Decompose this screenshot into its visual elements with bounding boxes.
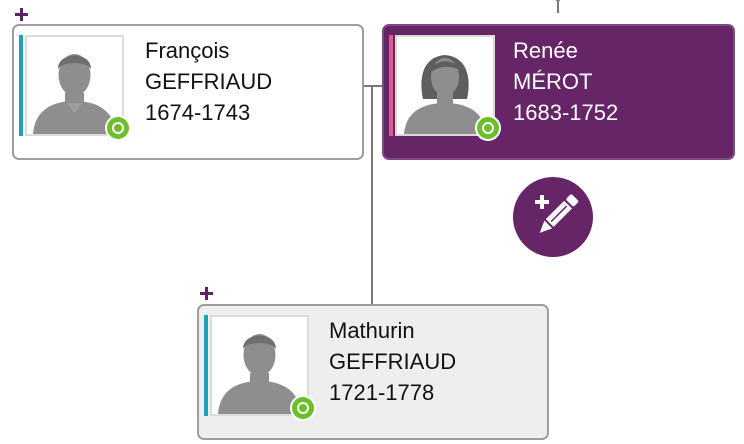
female-silhouette-icon (404, 55, 486, 134)
male-marker (19, 35, 23, 136)
male-marker (204, 315, 208, 416)
first-name: Renée (513, 38, 578, 63)
target-status-icon[interactable] (105, 115, 131, 141)
add-edit-pencil-icon (535, 194, 579, 233)
person-card-father[interactable]: François GEFFRIAUD 1674-1743 (12, 24, 364, 160)
life-dates: 1674-1743 (145, 100, 251, 125)
last-name: GEFFRIAUD (145, 69, 273, 94)
life-dates: 1683-1752 (513, 100, 619, 125)
person-card-child[interactable]: Mathurin GEFFRIAUD 1721-1778 (197, 304, 549, 440)
last-name: MÉROT (513, 69, 593, 94)
edit-button[interactable] (513, 177, 593, 257)
plus-icon[interactable] (14, 7, 30, 23)
target-status-icon[interactable] (290, 395, 316, 421)
male-silhouette-icon (218, 334, 301, 414)
last-name: GEFFRIAUD (329, 349, 457, 374)
life-dates: 1721-1778 (329, 380, 435, 405)
plus-icon[interactable] (199, 286, 215, 302)
male-silhouette-icon (33, 54, 116, 134)
female-marker (389, 35, 393, 136)
connector-couple (363, 85, 383, 87)
first-name: François (145, 38, 230, 63)
target-status-icon[interactable] (475, 115, 501, 141)
person-card-mother[interactable]: Renée MÉROT 1683-1752 (382, 24, 735, 160)
avatar (395, 35, 495, 136)
connector-up-right (557, 0, 564, 2)
connector-up (557, 0, 559, 13)
first-name: Mathurin (329, 318, 415, 343)
connector-descendant (371, 85, 373, 304)
